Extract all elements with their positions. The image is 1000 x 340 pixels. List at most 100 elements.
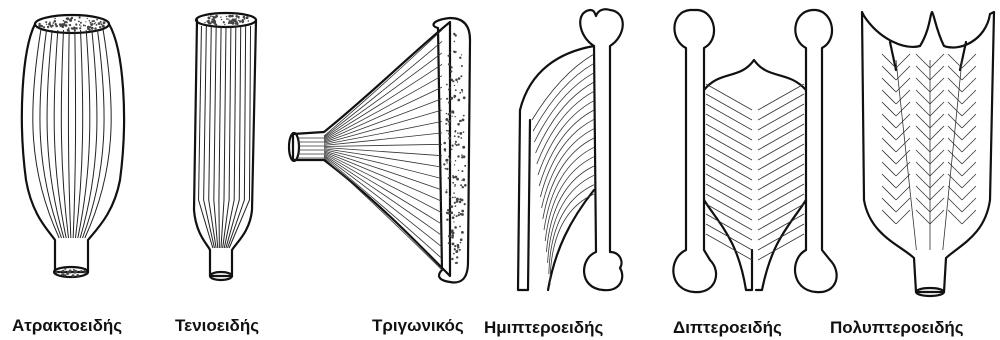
tendon-texture-dot [55, 271, 57, 273]
muscle-fiber [896, 198, 910, 212]
muscle-fiber [538, 101, 594, 175]
tendon-texture-dot [456, 178, 459, 181]
tendon-texture-dot [450, 205, 452, 207]
tendon-texture-dot [79, 16, 81, 18]
tendon-texture-dot [446, 219, 448, 221]
tendon-texture-dot [459, 132, 462, 135]
tendon-texture-dot [454, 245, 456, 247]
muscle-fiber [758, 144, 804, 170]
tendon-texture-dot [455, 262, 457, 264]
tendon-texture-dot [451, 79, 454, 82]
tendon-texture-dot [448, 124, 450, 126]
tendon-texture-dot [64, 268, 66, 270]
muscle-fiber [882, 138, 896, 152]
label-bipennate: Διπτεροειδής [673, 318, 782, 337]
tendon-texture-dot [461, 65, 463, 67]
strap-muscle [194, 13, 256, 280]
muscle-fiber [882, 78, 896, 92]
tendon-texture-dot [454, 214, 455, 215]
muscle-fiber [324, 30, 442, 136]
muscle-fiber [896, 54, 910, 68]
tendon-texture-dot [231, 15, 234, 18]
tendon-texture-dot [100, 21, 102, 23]
tendon-texture-dot [62, 270, 65, 273]
muscle-fiber [896, 150, 910, 164]
muscle-fiber [962, 198, 976, 212]
muscle-fiber [68, 30, 70, 238]
muscle-fiber [930, 162, 944, 176]
tendon-texture-dot [452, 216, 455, 219]
muscle-fiber [962, 174, 976, 188]
tendon-texture-dot [38, 24, 41, 27]
muscle-fiber [706, 84, 752, 110]
tendon-texture-dot [456, 215, 458, 217]
tendon-texture-dot [451, 149, 453, 151]
tendon-texture-dot [448, 177, 450, 179]
tendon-texture-dot [447, 130, 449, 132]
tendon-texture-dot [85, 25, 86, 26]
tendon-texture-dot [80, 22, 82, 24]
tendon-texture-dot [449, 174, 451, 176]
tendon-texture-dot [462, 119, 465, 122]
muscle-fiber [916, 90, 930, 104]
tendon-texture-dot [454, 226, 457, 229]
muscle-fiber [223, 26, 231, 248]
muscle-fiber [758, 114, 804, 140]
muscle-fiber [882, 198, 896, 212]
muscle-fiber [916, 210, 930, 224]
muscle-fiber [930, 114, 944, 128]
muscle-fiber [85, 30, 111, 238]
tendon-texture-dot [46, 24, 47, 25]
tendon-texture-dot [445, 118, 448, 121]
tendon-texture-dot [221, 19, 222, 20]
bipennate-muscle [673, 10, 836, 292]
muscle-fiber [930, 198, 944, 212]
muscle-fiber [930, 174, 944, 188]
tendon-texture-dot [461, 170, 463, 172]
tendon-texture-dot [74, 19, 76, 21]
tendon-texture-dot [211, 21, 214, 24]
tendon-texture-dot [454, 131, 456, 133]
tendon-texture-dot [448, 242, 450, 244]
muscle-fiber [534, 73, 594, 142]
tendon-texture-dot [454, 184, 456, 186]
tendon-texture-dot [62, 26, 65, 29]
muscle-fiber [962, 150, 976, 164]
tendon-texture-dot [460, 184, 462, 186]
tendon-texture-dot [451, 66, 453, 68]
tendon-texture-dot [443, 142, 446, 145]
muscle-fiber [758, 134, 804, 160]
multipennate-muscle [862, 12, 994, 296]
tendon-texture-dot [453, 221, 454, 222]
tendon-texture-dot [43, 26, 45, 28]
tendon-texture-dot [461, 180, 462, 181]
tendon-texture-dot [454, 248, 456, 250]
tendon-texture-dot [459, 201, 461, 203]
muscle-fiber [930, 66, 944, 80]
muscle-fiber [324, 153, 442, 213]
muscle-fiber [706, 124, 752, 150]
muscle-fiber [706, 204, 752, 230]
muscle-fiber [930, 78, 944, 92]
tendon-texture-dot [454, 97, 455, 98]
muscle-fiber [40, 30, 62, 238]
muscle-fiber [896, 138, 910, 152]
tendon-texture-dot [444, 150, 446, 152]
tendon-texture-dot [235, 15, 238, 18]
tendon-texture-dot [452, 197, 454, 199]
muscle-fiber [962, 162, 976, 176]
muscle-fiber [948, 198, 962, 212]
muscle-fiber [962, 210, 976, 224]
triangular-muscle [289, 18, 470, 282]
muscle-fiber [962, 78, 976, 92]
muscle-fiber [706, 104, 752, 130]
tendon-texture-dot [456, 198, 459, 201]
tendon-texture-dot [454, 85, 455, 86]
label-fusiform: Ατρακτοειδής [12, 316, 122, 335]
muscle-fiber [706, 194, 752, 220]
muscle-fiber [61, 30, 68, 238]
tendon-texture-dot [462, 146, 465, 149]
tendon-texture-dot [445, 191, 447, 193]
tendon-texture-dot [235, 18, 237, 20]
tendon-texture-dot [455, 205, 457, 207]
